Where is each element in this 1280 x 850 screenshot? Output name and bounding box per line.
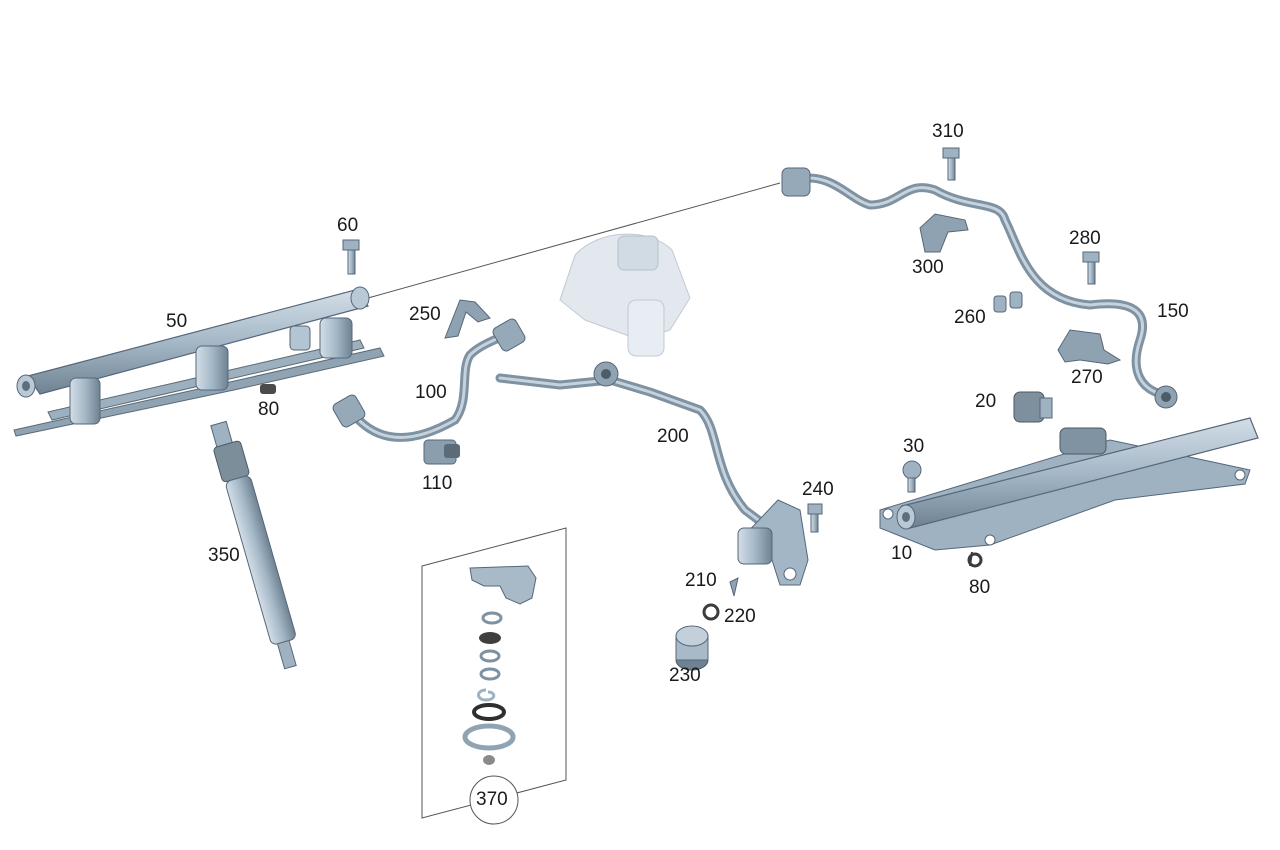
cap-230 xyxy=(675,625,709,671)
high-pressure-pump xyxy=(559,233,691,357)
sensor-20 xyxy=(1013,391,1053,423)
bracket-300 xyxy=(919,213,969,253)
bracket-270 xyxy=(1057,329,1122,365)
part-label-250: 250 xyxy=(409,304,441,325)
part-label-230: 230 xyxy=(669,665,701,686)
connector-line xyxy=(367,182,781,299)
part-label-240: 240 xyxy=(802,479,834,500)
bolt-310 xyxy=(942,147,960,181)
part-label-280: 280 xyxy=(1069,228,1101,249)
part-label-50: 50 xyxy=(166,311,188,332)
bracket-250 xyxy=(444,299,491,339)
part-label-200: 200 xyxy=(657,426,689,447)
part-label-210: 210 xyxy=(685,570,717,591)
ring-80-right xyxy=(967,551,983,568)
part-label-10: 10 xyxy=(891,543,913,564)
part-label-60: 60 xyxy=(337,215,359,236)
part-label-80-left: 80 xyxy=(258,399,280,420)
part-label-110: 110 xyxy=(422,473,453,494)
bolt-280 xyxy=(1082,251,1100,285)
part-label-150: 150 xyxy=(1157,301,1189,322)
clip-80-left xyxy=(260,384,276,394)
bolt-240 xyxy=(807,503,823,533)
part-label-300: 300 xyxy=(912,257,944,278)
injector-350 xyxy=(210,420,297,670)
bolt-30 xyxy=(902,460,922,493)
fuel-line-200 xyxy=(495,361,770,530)
part-label-20: 20 xyxy=(975,391,997,412)
valve-210 xyxy=(729,577,739,597)
left-fuel-rail xyxy=(13,286,385,437)
seal-ring-220 xyxy=(702,603,720,621)
part-label-30: 30 xyxy=(903,436,925,457)
part-label-260: 260 xyxy=(954,307,986,328)
part-label-220: 220 xyxy=(724,606,756,627)
clip-110 xyxy=(423,439,460,465)
part-label-310: 310 xyxy=(932,121,964,142)
part-label-270: 270 xyxy=(1071,367,1103,388)
right-fuel-rail xyxy=(879,417,1259,551)
seal-kit-370 xyxy=(421,527,567,825)
part-label-80-right: 80 xyxy=(969,577,991,598)
fuel-line-150 xyxy=(781,167,1178,409)
part-label-100: 100 xyxy=(415,382,447,403)
part-label-370: 370 xyxy=(476,789,508,810)
part-label-350: 350 xyxy=(208,545,240,566)
fuel-line-100 xyxy=(332,318,526,442)
clip-260 xyxy=(993,291,1023,313)
pressure-sensor-mount xyxy=(737,499,809,586)
bolt-60 xyxy=(342,239,360,275)
